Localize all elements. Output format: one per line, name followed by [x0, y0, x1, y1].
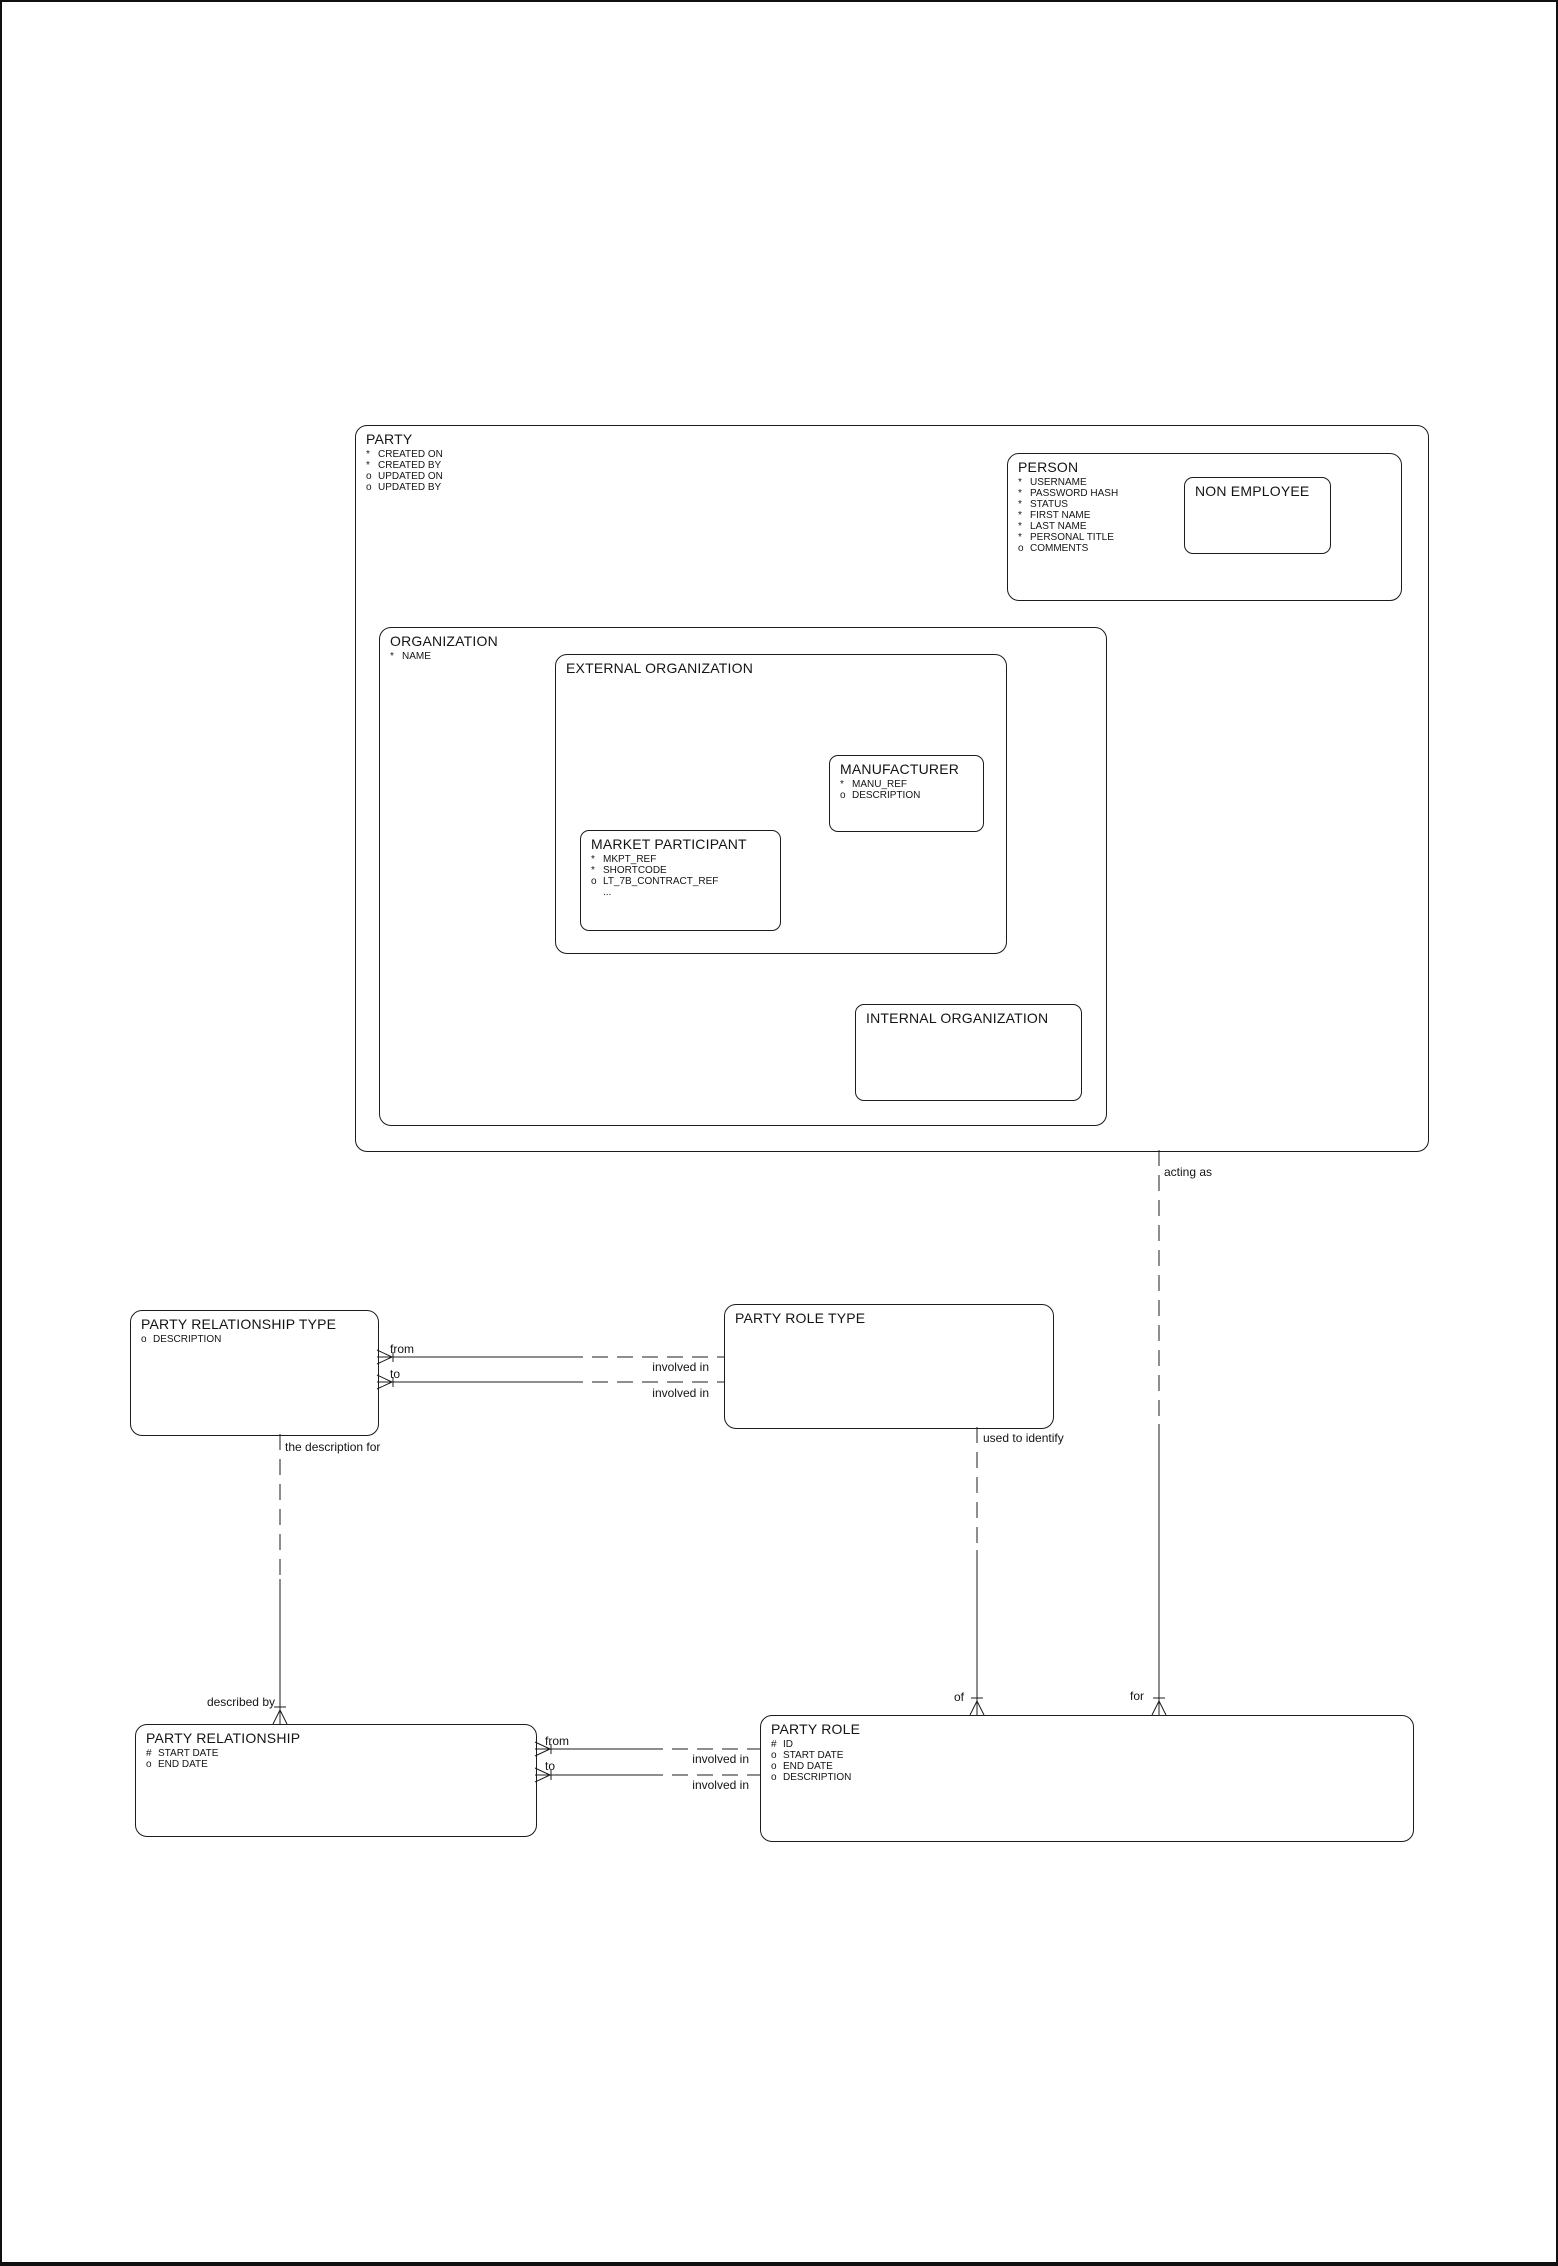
- attribute-row: *MANU_REF: [840, 779, 908, 790]
- entity-organization[interactable]: ORGANIZATION *NAME: [379, 627, 1107, 1126]
- attribute-list: *USERNAME *PASSWORD HASH *STATUS *FIRST …: [1008, 477, 1401, 554]
- attribute-row: *NAME: [390, 651, 431, 662]
- attribute-row: *CREATED ON: [366, 449, 443, 460]
- entity-title: NON EMPLOYEE: [1195, 483, 1310, 499]
- entity-party-role-type[interactable]: PARTY ROLE TYPE: [724, 1304, 1054, 1429]
- entity-non-employee[interactable]: NON EMPLOYEE: [1184, 477, 1331, 554]
- attribute-row: *LAST NAME: [1018, 521, 1087, 532]
- entity-external-organization[interactable]: EXTERNAL ORGANIZATION: [555, 654, 1007, 954]
- entity-title: INTERNAL ORGANIZATION: [866, 1010, 1049, 1026]
- entity-title: MARKET PARTICIPANT: [591, 836, 747, 852]
- relationship-line-described-by[interactable]: [272, 1434, 288, 1725]
- attribute-row: *MKPT_REF: [591, 854, 657, 865]
- attribute-row: *PERSONAL TITLE: [1018, 532, 1114, 543]
- attribute-row: #START DATE: [146, 1748, 219, 1759]
- attribute-row: #ID: [771, 1739, 793, 1750]
- entity-title: ORGANIZATION: [390, 633, 498, 649]
- entity-person[interactable]: PERSON *USERNAME *PASSWORD HASH *STATUS …: [1007, 453, 1402, 601]
- relationship-label-acting-as: acting as: [1164, 1165, 1213, 1179]
- attribute-row: *CREATED BY: [366, 460, 442, 471]
- attribute-row: *SHORTCODE: [591, 865, 667, 876]
- relationship-label-involved-in-top-1: involved in: [652, 1360, 709, 1374]
- relationship-label-used-to-identify: used to identify: [983, 1431, 1064, 1445]
- relationship-line-acting-as[interactable]: [1151, 1150, 1167, 1716]
- relationship-label-the-description-for: the description for: [285, 1440, 381, 1454]
- relationship-label-to-bottom: to: [545, 1759, 556, 1773]
- attribute-list: *NAME: [380, 651, 1106, 662]
- entity-internal-organization[interactable]: INTERNAL ORGANIZATION: [855, 1004, 1082, 1101]
- relationship-label-involved-in-bottom-1: involved in: [692, 1752, 749, 1766]
- entity-title: PARTY RELATIONSHIP: [146, 1730, 301, 1746]
- entity-title: PARTY: [366, 431, 413, 447]
- relationship-label-for: for: [1129, 1689, 1144, 1703]
- entity-market-participant[interactable]: MARKET PARTICIPANT *MKPT_REF *SHORTCODE …: [580, 830, 781, 931]
- attribute-row: *FIRST NAME: [1018, 510, 1091, 521]
- entity-title: MANUFACTURER: [840, 761, 960, 777]
- relationship-label-involved-in-top-2: involved in: [652, 1386, 709, 1400]
- entity-title: PARTY ROLE: [771, 1721, 861, 1737]
- entity-title: EXTERNAL ORGANIZATION: [566, 660, 753, 676]
- entity-title: PARTY ROLE TYPE: [735, 1310, 866, 1326]
- relationship-label-described-by: described by: [206, 1695, 275, 1709]
- attribute-row: *PASSWORD HASH: [1018, 488, 1119, 499]
- attribute-row: *STATUS: [1018, 499, 1068, 510]
- relationship-label-from-bottom: from: [545, 1734, 569, 1748]
- relationship-label-from-top: from: [390, 1342, 414, 1356]
- relationship-label-to-top: to: [390, 1367, 401, 1381]
- entity-title: PARTY RELATIONSHIP TYPE: [141, 1316, 337, 1332]
- entity-title: PERSON: [1018, 459, 1079, 475]
- attribute-row: *USERNAME: [1018, 477, 1087, 488]
- attribute-row: ...: [603, 887, 612, 898]
- relationship-label-involved-in-bottom-2: involved in: [692, 1778, 749, 1792]
- relationship-line-used-to-identify[interactable]: [969, 1427, 985, 1716]
- relationship-label-of: of: [953, 1690, 964, 1704]
